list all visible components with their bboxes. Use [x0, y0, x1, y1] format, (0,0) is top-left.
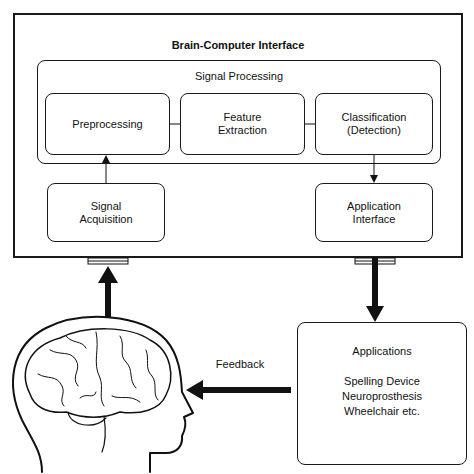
process-box: Signal Acquisition: [47, 183, 165, 242]
head-outline: [13, 317, 193, 472]
plug-body: [88, 258, 128, 264]
system-box: Brain-Computer InterfaceSignal Processin…: [13, 13, 463, 258]
brain-fold: [66, 336, 86, 348]
feedback-arrow: [186, 380, 291, 400]
head-illustration: [13, 317, 193, 472]
brain-fold: [112, 396, 140, 402]
process-box: Application Interface: [315, 183, 433, 242]
box-label: Application Interface: [334, 200, 414, 226]
box-label: Signal Processing: [195, 70, 283, 83]
output-arrow: [372, 258, 378, 306]
brain-stem: [102, 416, 105, 452]
application-box: ApplicationsSpelling Device Neuroprosthe…: [297, 322, 467, 465]
brain-outline: [25, 329, 170, 417]
group-box: Signal ProcessingPreprocessing Feature Ex…: [37, 60, 441, 164]
process-box: Classification (Detection): [315, 93, 433, 155]
process-box: Feature Extraction: [180, 93, 305, 155]
box-label: Preprocessing: [72, 118, 142, 131]
box-body: Spelling Device Neuroprosthesis Wheelcha…: [332, 374, 432, 419]
brain-fold: [80, 392, 96, 398]
box-label: Classification (Detection): [324, 111, 424, 137]
box-label: Feature Extraction: [208, 111, 278, 137]
process-box: Preprocessing: [45, 93, 170, 155]
plug-line: [88, 261, 128, 262]
box-label: Signal Acquisition: [71, 200, 141, 226]
arrow-label: Feedback: [205, 358, 275, 371]
box-label: Applications: [352, 345, 411, 358]
box-label: Brain-Computer Interface: [172, 39, 305, 52]
brain-fold: [146, 350, 158, 400]
signal-arrow: [98, 266, 118, 321]
plug-body: [355, 258, 395, 264]
brain-fold: [96, 332, 104, 406]
brain-fold: [38, 374, 64, 406]
brain-fold: [120, 336, 136, 388]
connector-plug: [88, 258, 395, 264]
plug-line: [355, 261, 395, 262]
cerebellum: [68, 412, 106, 425]
brain-fold: [50, 350, 78, 386]
